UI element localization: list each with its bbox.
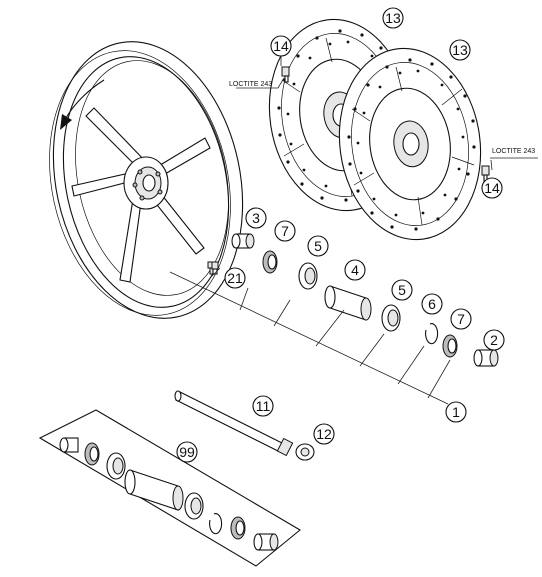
callout-13-right: 13: [449, 39, 471, 61]
kit-99-parts: [59, 437, 279, 551]
svg-text:3: 3: [252, 210, 260, 226]
callout-13-left: 13: [382, 7, 404, 29]
loctite-note-left: LOCTITE 243: [229, 81, 272, 88]
callout-3: 3: [245, 207, 267, 229]
callout-14-right: 14: [481, 177, 503, 199]
part-5-bearing-lower: [381, 304, 401, 332]
brake-disc-right: [338, 47, 482, 241]
part-12-nut: [295, 443, 315, 461]
part-5-bearing-upper: [298, 262, 318, 290]
callout-7-upper: 7: [274, 220, 296, 242]
callout-14-left: 14: [270, 35, 292, 57]
svg-text:14: 14: [273, 38, 289, 54]
part-11-axle: [174, 390, 294, 457]
part-4-sleeve: [324, 285, 372, 321]
svg-text:12: 12: [316, 426, 332, 442]
callout-11: 11: [252, 395, 274, 417]
callout-1: 1: [445, 401, 467, 423]
part-7-seal-lower: [442, 334, 458, 358]
part-2-spacer: [473, 349, 499, 367]
svg-text:1: 1: [452, 404, 460, 420]
svg-text:7: 7: [281, 223, 289, 239]
part-7-seal-upper: [262, 250, 278, 274]
rotation-arrow-icon: [60, 79, 105, 130]
part-21-screw: [211, 261, 219, 275]
callout-99: 99: [176, 441, 198, 463]
part-3-spacer: [231, 233, 255, 249]
callout-4: 4: [344, 259, 366, 281]
callout-5-upper: 5: [307, 235, 329, 257]
part-6-circlip: [425, 323, 439, 345]
svg-text:2: 2: [490, 332, 498, 348]
callout-7-lower: 7: [450, 308, 472, 330]
loctite-note-right: LOCTITE 243: [492, 148, 535, 155]
callout-6: 6: [421, 293, 443, 315]
svg-text:11: 11: [256, 398, 271, 414]
svg-text:14: 14: [484, 180, 500, 196]
wheel-hub: [123, 156, 169, 210]
svg-text:13: 13: [385, 10, 401, 26]
svg-text:6: 6: [428, 296, 436, 312]
callout-21: 21: [224, 267, 246, 289]
kit-99-box: [38, 409, 301, 567]
callout-5-lower: 5: [391, 279, 413, 301]
svg-text:21: 21: [227, 270, 243, 286]
svg-text:4: 4: [351, 262, 359, 278]
svg-text:5: 5: [398, 282, 406, 298]
svg-text:13: 13: [452, 42, 468, 58]
disc-bolt-left: [281, 66, 290, 83]
svg-text:7: 7: [457, 311, 465, 327]
callout-12: 12: [313, 423, 335, 445]
svg-text:99: 99: [179, 444, 195, 460]
svg-text:5: 5: [314, 238, 322, 254]
callout-2: 2: [483, 329, 505, 351]
